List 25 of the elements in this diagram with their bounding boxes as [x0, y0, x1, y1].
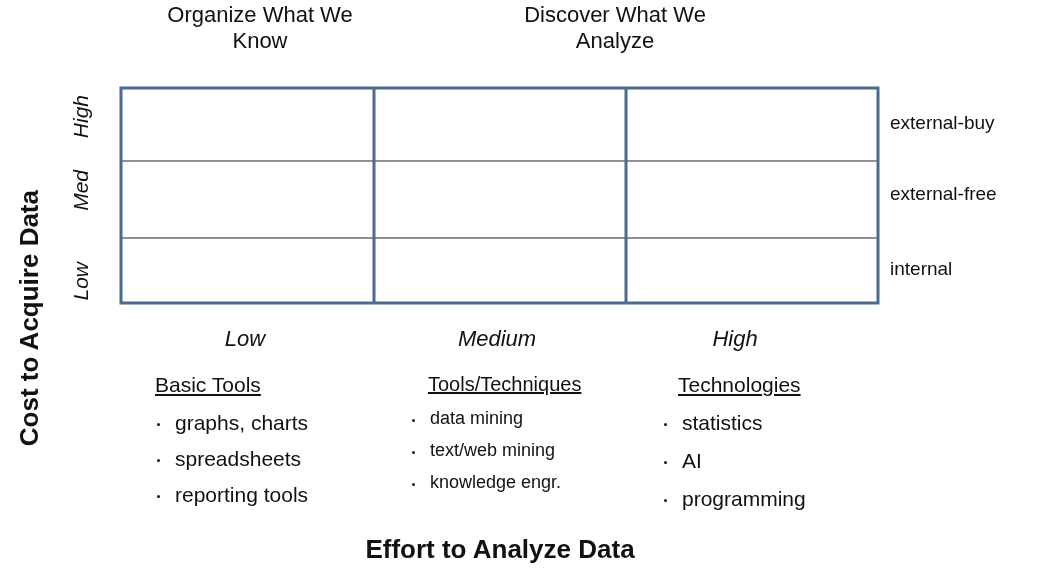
list-item: AI — [660, 448, 702, 474]
column-heading: Discover What We Analyze — [523, 2, 707, 55]
column-heading: Organize What We Know — [166, 2, 354, 55]
column-label: Medium — [456, 326, 538, 353]
column-label: Low — [223, 326, 267, 353]
row-label: High — [68, 95, 93, 139]
list-heading: Technologies — [678, 372, 801, 398]
column-label: High — [711, 326, 759, 353]
list-item: text/web mining — [408, 440, 556, 462]
row-note: external-buy — [890, 112, 995, 135]
list-heading: Basic Tools — [155, 372, 261, 398]
list-item: knowledge engr. — [408, 472, 562, 494]
axis-title: Cost to Acquire Data — [14, 190, 45, 447]
row-note: internal — [890, 258, 953, 281]
list-item: reporting tools — [153, 482, 309, 508]
row-label: Med — [68, 170, 93, 211]
row-label: Low — [68, 262, 93, 301]
list-item: programming — [660, 486, 806, 512]
list-item: statistics — [660, 410, 763, 436]
axis-title: Effort to Analyze Data — [364, 534, 636, 566]
list-heading: Tools/Techniques — [428, 372, 582, 396]
list-item: data mining — [408, 408, 524, 430]
list-item: graphs, charts — [153, 410, 309, 436]
list-item: spreadsheets — [153, 446, 302, 472]
row-note: external-free — [890, 183, 997, 206]
